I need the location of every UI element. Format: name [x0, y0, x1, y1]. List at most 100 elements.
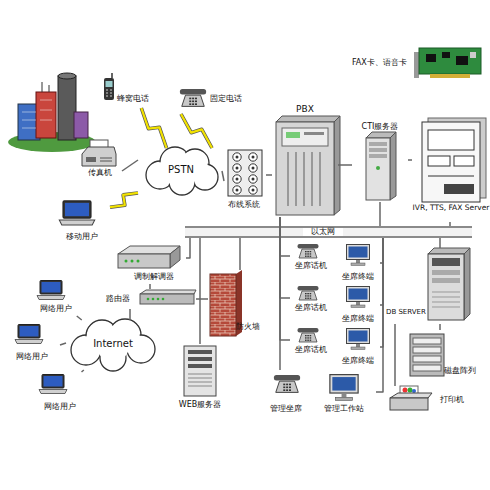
pstn-cloud-part-part: [193, 165, 216, 188]
patch-panel-icon-part-part: [249, 186, 257, 194]
patch-panel-icon-part-part: [249, 153, 257, 161]
ivr-server-icon-part: [428, 176, 474, 177]
node-label: 管理坐席: [262, 404, 310, 413]
cloud-node: Internet: [66, 320, 160, 370]
patch-panel-icon-part-part: [236, 189, 239, 192]
device-node: 传真机: [78, 140, 122, 180]
device-node: 固定电话: [176, 82, 248, 114]
cti-server-icon-part: [369, 148, 387, 152]
web-server-icon-part: [184, 346, 216, 396]
cell-phone-icon-part: [111, 73, 113, 78]
device-node: 路由器: [100, 289, 196, 309]
building-icon: [8, 73, 96, 152]
printer-icon-part: [390, 393, 432, 398]
seat-terminal-icon-part: [330, 375, 358, 401]
disk-array-icon: [410, 334, 444, 376]
node-label: Internet: [66, 338, 160, 350]
node-label: 坐席话机: [290, 345, 332, 354]
printer-icon-part: [412, 389, 416, 393]
cti-server-icon-part: [369, 142, 387, 146]
connector: [338, 164, 352, 166]
node-label: 布线系统: [222, 200, 266, 209]
laptop-icon-part: [39, 375, 67, 394]
web-server-icon-part: [188, 350, 212, 354]
device-node: IVR, TTS, FAX Server: [412, 116, 490, 222]
db-server-icon-part: [432, 270, 460, 275]
cell-phone-icon-part: [106, 90, 112, 96]
device-node: 布线系统: [222, 148, 266, 214]
cti-server-icon-part: [369, 154, 387, 158]
node-label: 坐席话机: [290, 261, 332, 270]
disk-array-icon-part: [413, 347, 441, 353]
device-node: 蜂窝电话: [100, 72, 160, 108]
link-outline: [110, 193, 138, 207]
disk-array-icon-part: [410, 334, 444, 376]
pbx-cabinet-icon-part: [276, 122, 334, 215]
device-node: 网络用户: [32, 372, 82, 414]
device-node: 坐席终端: [336, 326, 380, 368]
voice-card-icon-part: [456, 56, 468, 65]
patch-panel-icon-part-part: [249, 164, 257, 172]
link-outline: [141, 108, 166, 148]
patch-panel-icon-part-part: [236, 178, 239, 181]
voice-card-icon-part: [442, 52, 450, 58]
wireless-link: [141, 108, 166, 148]
device-node: DB SERVER: [386, 248, 470, 324]
device-node: PBX: [272, 104, 338, 217]
modem-icon-part-part: [125, 260, 128, 263]
building-icon-part: [22, 100, 52, 128]
node-label: CTI服务器: [352, 122, 408, 131]
device-node: 磁盘阵列: [404, 330, 474, 380]
node-label: 网络用户: [40, 304, 78, 313]
modem-icon-part: [125, 260, 140, 263]
router-icon-part-part: [157, 298, 160, 301]
modem-icon-part-part: [131, 260, 134, 263]
disk-array-icon-part: [413, 365, 441, 371]
connector: [199, 238, 201, 344]
connector: [408, 159, 412, 161]
cti-server-icon-part: [366, 138, 390, 200]
node-label: DB SERVER: [386, 308, 430, 316]
connector: [280, 217, 290, 340]
connector: [122, 160, 138, 171]
cti-server-icon: [366, 132, 396, 200]
pbx-cabinet-icon-part: [282, 128, 328, 146]
connector: [77, 316, 82, 320]
web-server-icon-part: [188, 374, 212, 386]
connector: [239, 238, 241, 270]
patch-panel-icon-part-part: [233, 153, 241, 161]
device-node: WEB服务器: [172, 344, 228, 412]
wireless-link: [110, 193, 138, 207]
ivr-server-icon-part: [444, 184, 474, 194]
node-label: 磁盘阵列: [444, 366, 478, 375]
web-server-icon-part: [188, 364, 212, 368]
seat-phone-icon-part: [298, 286, 319, 300]
voice-card-icon-part: [430, 74, 470, 78]
device-node: 管理坐席: [262, 370, 310, 416]
building-icon-part: [58, 73, 76, 79]
building-icon-part: [42, 82, 43, 92]
node-label: 网络用户: [44, 402, 82, 411]
device-node: CTI服务器: [352, 122, 408, 202]
connector: [439, 324, 441, 330]
node-label: FAX卡、语音卡: [352, 58, 414, 67]
seat-terminal-icon-part: [347, 245, 370, 266]
web-server-icon: [184, 346, 216, 396]
connector: [266, 174, 272, 176]
db-server-icon-part: [432, 258, 460, 266]
pbx-cabinet-icon-part: [288, 152, 320, 206]
cell-phone-icon-part: [104, 78, 114, 100]
connector: [449, 222, 451, 226]
connector: [380, 238, 383, 347]
seat-phone-icon-part: [274, 375, 300, 393]
disk-array-icon-part: [413, 356, 441, 362]
node-label: 防火墙: [236, 322, 264, 331]
patch-panel-icon-part-part: [252, 156, 255, 159]
wireless-link: [181, 114, 212, 148]
node-label: 坐席话机: [290, 303, 332, 312]
connector: [222, 171, 224, 181]
device-node: 网络用户: [28, 278, 78, 316]
router-icon-part: [140, 294, 194, 304]
patch-panel-icon-part: [236, 156, 255, 192]
